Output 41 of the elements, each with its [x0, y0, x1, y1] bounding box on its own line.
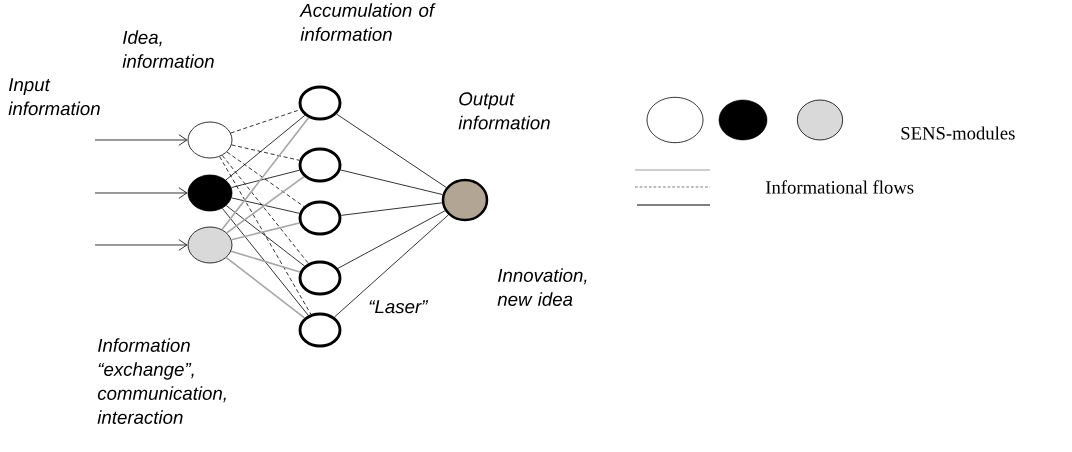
- output-circle: [441, 178, 489, 222]
- annotation-text: Accumulation of information: [299, 3, 436, 41]
- connector-line: [230, 250, 301, 273]
- connector-line: [219, 156, 312, 315]
- connector-line: [231, 144, 300, 161]
- annotation-text: Idea, information: [122, 30, 214, 68]
- connector-line: [334, 214, 449, 318]
- accumulation-circle: [298, 312, 342, 348]
- legend-text: Informational flows: [765, 180, 914, 194]
- accumulation-circle: [298, 147, 342, 183]
- accumulation-circle: [298, 200, 342, 236]
- connector-line: [230, 222, 301, 241]
- arrow: [94, 187, 188, 199]
- connector-line: [225, 205, 305, 267]
- connector-line: [337, 210, 446, 269]
- annotation-text: Information “exchange”, communication, interaction: [97, 338, 226, 424]
- connector-line: [221, 207, 309, 316]
- module-circle: [187, 226, 233, 264]
- arrow: [94, 239, 188, 251]
- arrow: [94, 134, 188, 146]
- connector-line: [221, 155, 309, 264]
- accumulation-circle: [298, 85, 342, 121]
- connector-line: [231, 169, 300, 188]
- legend-text: SENS-modules: [901, 126, 1015, 140]
- connector-line: [230, 109, 301, 134]
- connector-line: [340, 169, 443, 195]
- module-circle: [187, 121, 233, 159]
- connector-line: [226, 175, 305, 234]
- annotation-text: “Laser”: [369, 300, 429, 314]
- connector-line: [226, 151, 305, 207]
- connector-line: [225, 114, 306, 181]
- annotation-text: Output information: [458, 92, 550, 130]
- connector-line: [340, 202, 443, 216]
- module-circle: [187, 174, 233, 212]
- connector-line: [221, 116, 310, 231]
- annotation-text: Input information: [8, 78, 100, 116]
- connector-line: [231, 197, 300, 214]
- connector-line: [225, 256, 306, 319]
- connector-line: [336, 113, 447, 188]
- accumulation-circle: [298, 260, 342, 296]
- annotation-text: Innovation, new idea: [497, 268, 587, 306]
